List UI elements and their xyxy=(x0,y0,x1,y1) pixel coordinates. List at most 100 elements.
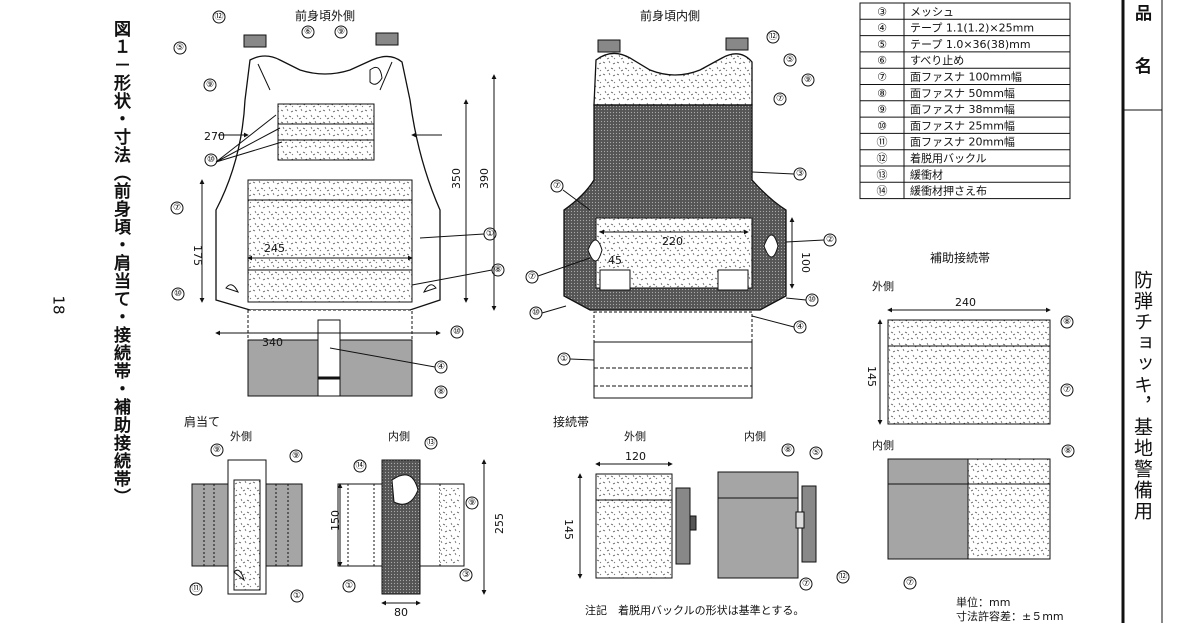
connector-outer-label: 外側 xyxy=(624,430,646,443)
callout-1-inner: ① xyxy=(560,354,568,364)
shoulder-outer-drawing xyxy=(191,459,303,595)
callout-9-shoulder: ⑨ xyxy=(213,445,221,455)
shoulder-outer-label: 外側 xyxy=(230,430,252,443)
parts-table-name: 面ファスナ 38mm幅 xyxy=(910,103,1015,116)
callout-12-conn: ⑫ xyxy=(838,571,847,582)
dim-145-conn: 145 xyxy=(562,519,575,540)
parts-table-no: ⑬ xyxy=(877,168,888,181)
shoulder-inner-label: 内側 xyxy=(388,429,410,443)
callout-14-shoulder: ⑭ xyxy=(355,460,364,471)
callout-10b-inner: ⑩ xyxy=(532,308,540,318)
callout-7: ⑦ xyxy=(173,203,181,213)
parts-table-no: ⑨ xyxy=(877,103,887,116)
parts-table-no: ⑤ xyxy=(877,38,887,51)
aux-inner-label: 内側 xyxy=(872,438,894,452)
dim-100: 100 xyxy=(799,252,812,273)
callout-9-inner: ⑨ xyxy=(804,75,812,85)
callout-8-aux: ⑧ xyxy=(1063,317,1071,327)
product-name: 防弾チョッキ，基地警備用 xyxy=(1131,270,1153,522)
parts-table-no: ⑪ xyxy=(877,136,888,149)
dim-220: 220 xyxy=(662,235,683,248)
connector-inner-drawing xyxy=(717,471,817,579)
front-inner-vest xyxy=(563,37,787,399)
dim-45: 45 xyxy=(608,254,622,267)
parts-table-name: テープ 1.1(1.2)×25mm xyxy=(910,22,1034,35)
parts-table-no: ⑫ xyxy=(877,152,888,165)
dim-245: 245 xyxy=(264,242,285,255)
callout-7-inner: ⑦ xyxy=(776,94,784,104)
callout-7b-inner: ⑦ xyxy=(553,181,561,191)
callout-8: ⑧ xyxy=(494,265,502,275)
callout-1-shoulder: ① xyxy=(293,591,301,601)
dim-270: 270 xyxy=(204,130,225,143)
view-title-front-inner: 前身頃内側 xyxy=(640,8,700,23)
parts-table: ③ メッシュ ④ テープ 1.1(1.2)×25mm ⑤ テープ 1.0×36(38)mm… xyxy=(859,2,1071,200)
callouts-front-inner: ⑫ ⑤ ⑨ ⑦ ③ ⑦ ② ⑦ ⑩ ⑩ ④ ① xyxy=(525,30,837,366)
callout-4: ④ xyxy=(437,362,445,372)
callouts-front-outer: ⑫ ⑥ ⑨ ⑤ ⑨ ⑩ ⑦ ① ⑧ ⑩ ⑩ ④ ⑧ xyxy=(170,10,505,399)
callout-3-inner: ③ xyxy=(796,169,804,179)
dim-340: 340 xyxy=(262,336,283,349)
callout-3-shoulder: ③ xyxy=(462,570,470,580)
dim-350: 350 xyxy=(450,168,463,189)
tolerance-label: 寸法許容差：±５mm xyxy=(956,609,1064,623)
connector-inner-label: 内側 xyxy=(744,429,766,443)
callout-10: ⑩ xyxy=(207,155,215,165)
callout-1b-shoulder: ① xyxy=(345,581,353,591)
parts-table-name: 緩衝材 xyxy=(910,167,943,181)
callouts-aux: ⑧ ⑦ ⑧ ⑦ xyxy=(903,315,1075,590)
dim-145-aux: 145 xyxy=(865,366,878,387)
parts-table-no: ④ xyxy=(877,22,887,35)
parts-table-name: 緩衝材押さえ布 xyxy=(910,184,987,198)
dim-255: 255 xyxy=(493,513,506,534)
callout-9: ⑨ xyxy=(337,27,345,37)
shoulder-inner-drawing xyxy=(337,459,465,595)
callouts-connector: ⑧ ⑤ ⑦ ⑫ xyxy=(781,443,850,591)
parts-table-name: 面ファスナ 20mm幅 xyxy=(910,136,1015,149)
item-name-label: 品 名 xyxy=(1131,4,1151,82)
parts-table-no: ⑦ xyxy=(877,71,887,84)
callouts-shoulder: ⑨ ⑨ ⑪ ① ⑭ ⑬ ⑨ ① ③ xyxy=(189,436,479,603)
callout-8b: ⑧ xyxy=(437,387,445,397)
parts-table-name: テープ 1.0×36(38)mm xyxy=(910,38,1031,51)
dim-120: 120 xyxy=(625,450,646,463)
callout-12: ⑫ xyxy=(214,11,223,22)
parts-table-no: ⑭ xyxy=(877,185,888,198)
callout-8b-aux: ⑧ xyxy=(1064,446,1072,456)
parts-table-no: ③ xyxy=(877,5,887,18)
dim-240: 240 xyxy=(955,296,976,309)
callout-11-shoulder: ⑪ xyxy=(191,583,200,594)
parts-table-name: 面ファスナ 25mm幅 xyxy=(910,119,1015,132)
callout-12-inner: ⑫ xyxy=(768,31,777,42)
callout-9c-shoulder: ⑨ xyxy=(468,498,476,508)
note-text: 注記 着脱用バックルの形状は基準とする。 xyxy=(585,603,804,617)
callout-1: ① xyxy=(486,229,494,239)
parts-table-name: メッシュ xyxy=(910,5,954,18)
figure-title: 図１－形状・寸法（前身頃・肩当て・接続帯・補助接続帯） xyxy=(110,20,130,506)
callout-7-aux: ⑦ xyxy=(1063,385,1071,395)
front-outer-vest xyxy=(215,32,441,397)
section-title-shoulder: 肩当て xyxy=(184,414,220,429)
callout-5-conn: ⑤ xyxy=(812,448,820,458)
unit-label: 単位：mm xyxy=(956,595,1010,609)
aux-outer-label: 外側 xyxy=(872,280,894,293)
connector-outer-drawing xyxy=(595,473,697,579)
callout-9b: ⑨ xyxy=(206,80,214,90)
section-title-connector: 接続帯 xyxy=(553,414,589,429)
parts-table-name: 着脱用バックル xyxy=(910,151,987,165)
callout-13-shoulder: ⑬ xyxy=(426,437,435,448)
callout-2-inner: ② xyxy=(826,235,834,245)
dim-150: 150 xyxy=(329,510,342,531)
dim-390: 390 xyxy=(478,168,491,189)
callout-10b: ⑩ xyxy=(174,289,182,299)
callout-5: ⑤ xyxy=(176,43,184,53)
callout-4-inner: ④ xyxy=(796,322,804,332)
parts-table-no: ⑥ xyxy=(877,54,887,67)
parts-table-no: ⑩ xyxy=(877,119,887,132)
callout-7b-aux: ⑦ xyxy=(906,578,914,588)
parts-table-name: 面ファスナ 50mm幅 xyxy=(910,87,1015,100)
callout-6: ⑥ xyxy=(304,27,312,37)
aux-inner-drawing xyxy=(887,458,1051,560)
parts-table-name: 面ファスナ 100mm幅 xyxy=(910,71,1022,84)
